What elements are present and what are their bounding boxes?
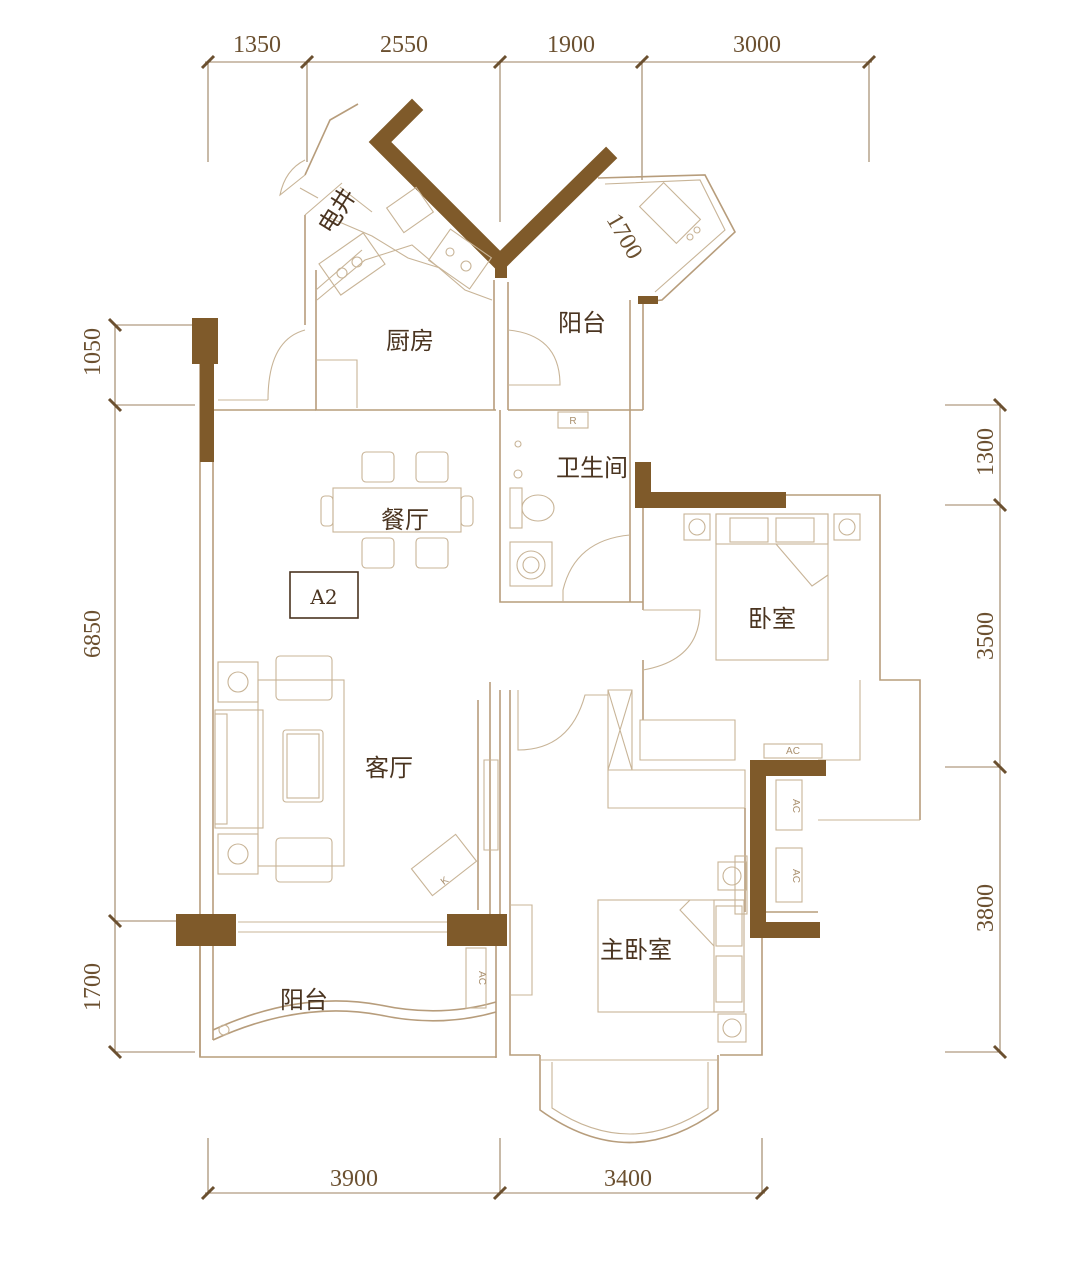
ac-label-1: AC <box>786 746 800 757</box>
bedroom-bed <box>683 513 861 661</box>
room-balcony-bottom: 阳台 <box>280 986 328 1014</box>
ac-label-3: AC <box>790 869 801 883</box>
dim-left-2: 6850 <box>80 610 106 658</box>
ac-label-4: AC <box>476 971 487 985</box>
dim-top-2: 2550 <box>380 32 428 58</box>
fridge-label: R <box>569 416 576 427</box>
ac-units <box>465 743 823 1009</box>
structural-walls <box>176 98 826 946</box>
balcony-top-size: 1700 <box>601 209 648 264</box>
dim-left-1: 1050 <box>80 328 106 376</box>
washing-machine-balcony <box>638 181 702 245</box>
room-living: 客厅 <box>365 754 413 782</box>
washer <box>385 186 435 234</box>
dim-bottom-1: 3900 <box>330 1166 378 1192</box>
room-master-bedroom: 主卧室 <box>600 936 672 964</box>
dim-top-4: 3000 <box>733 32 781 58</box>
dim-top-3: 1900 <box>547 32 595 58</box>
floor-drain-icon <box>513 469 523 479</box>
door-swings <box>218 159 701 751</box>
dim-top-1: 1350 <box>233 32 281 58</box>
room-kitchen: 厨房 <box>386 327 434 355</box>
drain-icon <box>218 1024 230 1036</box>
room-bathroom: 卫生间 <box>556 454 628 482</box>
dim-right-1: 1300 <box>973 428 999 476</box>
tv-cabinet <box>410 833 478 897</box>
room-elec-shaft: 电井 <box>313 183 362 239</box>
wash-basin <box>509 541 553 587</box>
room-balcony-top: 阳台 <box>558 309 606 337</box>
shower-icon <box>514 440 522 448</box>
room-dining: 餐厅 <box>381 506 429 534</box>
dim-left-3: 1700 <box>80 963 106 1011</box>
unit-code-box <box>289 571 359 619</box>
dining-table <box>320 451 474 569</box>
room-bedroom: 卧室 <box>748 605 796 633</box>
fridge <box>557 411 589 429</box>
dim-right-2: 3500 <box>973 612 999 660</box>
kitchen-sink <box>318 228 493 296</box>
furniture: R <box>214 181 861 1043</box>
master-bed <box>597 861 747 1043</box>
unit-code: A2 <box>309 585 337 609</box>
dim-right-3: 3800 <box>973 884 999 932</box>
ac-label-2: AC <box>790 799 801 813</box>
toilet <box>509 487 555 529</box>
sofa-set <box>214 655 345 883</box>
dim-bottom-2: 3400 <box>604 1166 652 1192</box>
tv-label: K <box>439 875 451 888</box>
dimension-lines <box>107 54 1008 1201</box>
